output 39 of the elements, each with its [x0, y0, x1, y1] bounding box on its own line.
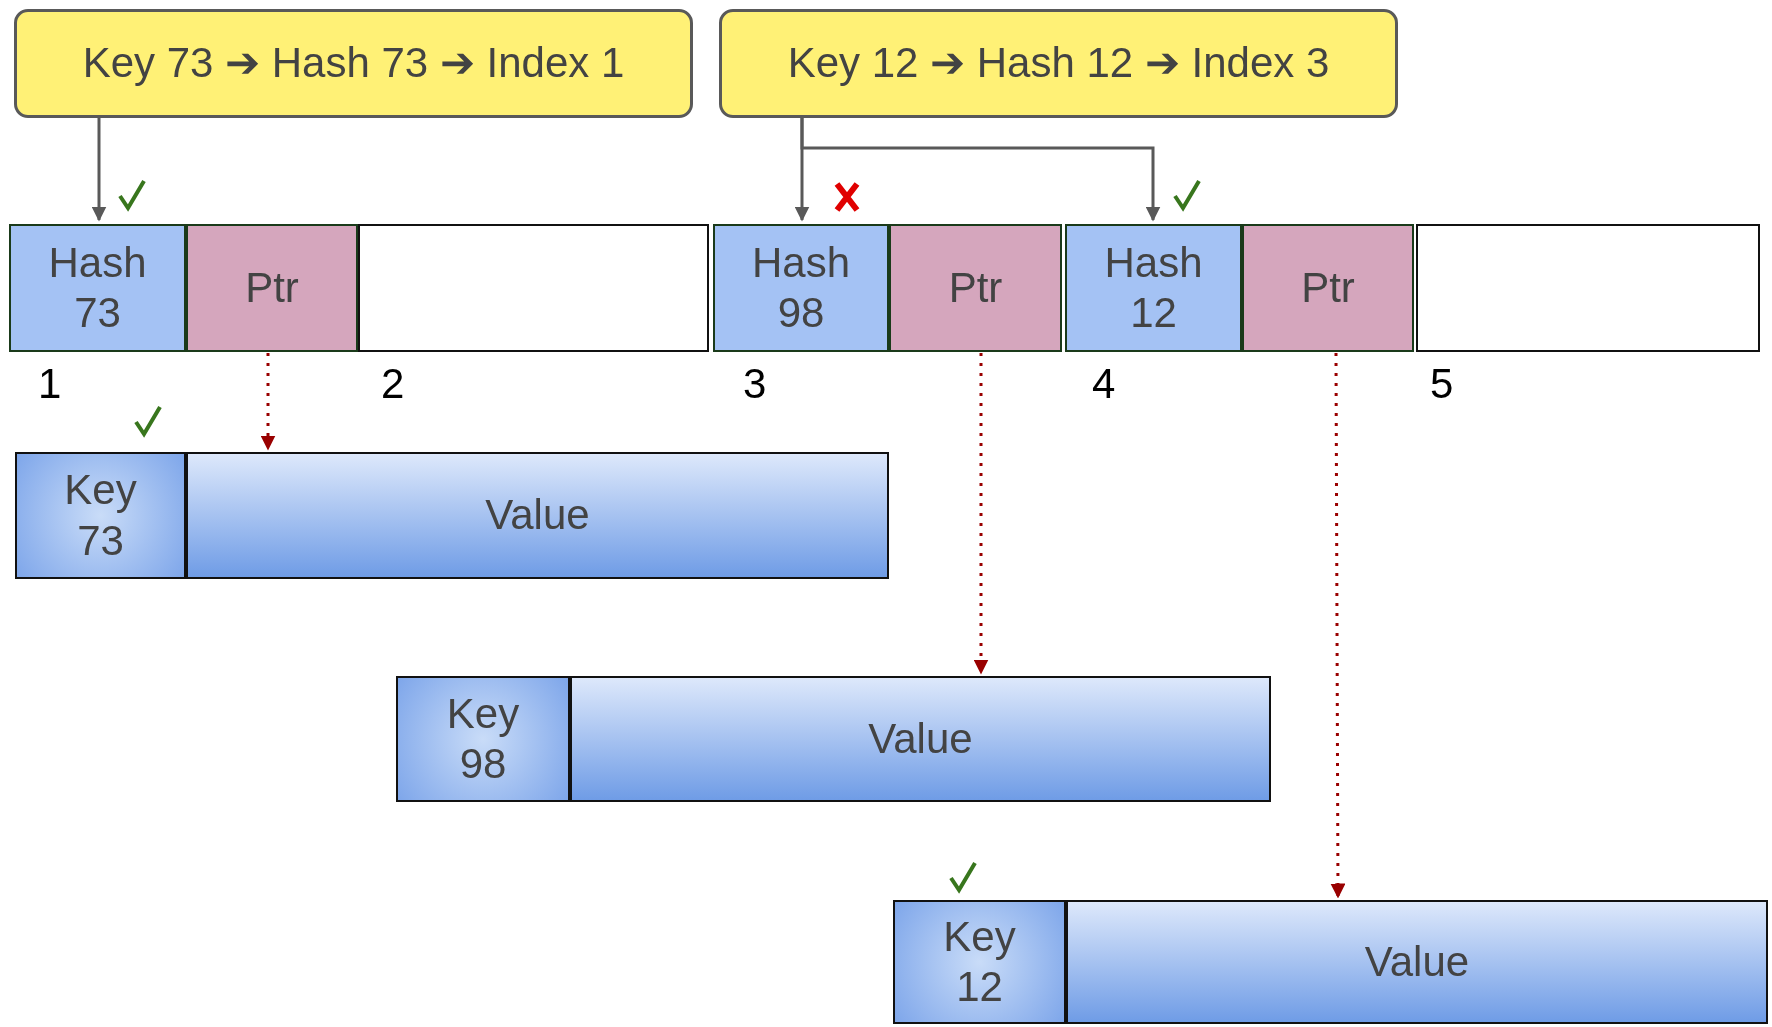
- value-label: Value: [485, 490, 590, 541]
- key-label: Key 73: [63, 465, 138, 566]
- slot-index-number: 1: [38, 360, 62, 408]
- dotted-arrow: [1330, 353, 1346, 899]
- step-box: [719, 9, 1398, 118]
- value-label: Value: [1364, 936, 1470, 987]
- arrow: [91, 118, 107, 222]
- pointer-slot-box: [889, 224, 1062, 352]
- pointer-slot-box: [186, 224, 358, 352]
- key-label: Key 12: [942, 911, 1017, 1012]
- key-box: [893, 900, 1066, 1024]
- hash-label: Hash 73: [47, 237, 148, 338]
- step-text: Key 12 ➔ Hash 12 ➔ Index 3: [787, 38, 1330, 89]
- pointer-slot-box: [1242, 224, 1414, 352]
- hash-slot-box: [713, 224, 889, 352]
- hash-label: Hash 98: [750, 237, 852, 338]
- dotted-arrow: [260, 353, 276, 451]
- key-box: [396, 676, 570, 802]
- slot-index-number: 4: [1092, 360, 1116, 408]
- step-box: [14, 9, 693, 118]
- key-label: Key 98: [445, 688, 521, 789]
- dotted-arrow: [973, 353, 989, 675]
- ptr-label: Ptr: [245, 262, 299, 313]
- arrow: [800, 118, 1161, 222]
- slot-index-number: 2: [381, 360, 405, 408]
- hash-label: Hash 12: [1103, 237, 1204, 338]
- key-box: [15, 452, 186, 579]
- hash-slot-box: [9, 224, 186, 352]
- ptr-label: Ptr: [1301, 262, 1355, 313]
- hash-slot-box: [1065, 224, 1242, 352]
- value-label: Value: [868, 713, 973, 764]
- slot-index-number: 5: [1430, 360, 1454, 408]
- step-text: Key 73 ➔ Hash 73 ➔ Index 1: [82, 38, 625, 89]
- slot-index-number: 3: [743, 360, 767, 408]
- empty-slot-box: [1416, 224, 1760, 352]
- ptr-label: Ptr: [948, 262, 1003, 313]
- value-box: [1066, 900, 1768, 1024]
- value-box: [570, 676, 1271, 802]
- value-box: [186, 452, 889, 579]
